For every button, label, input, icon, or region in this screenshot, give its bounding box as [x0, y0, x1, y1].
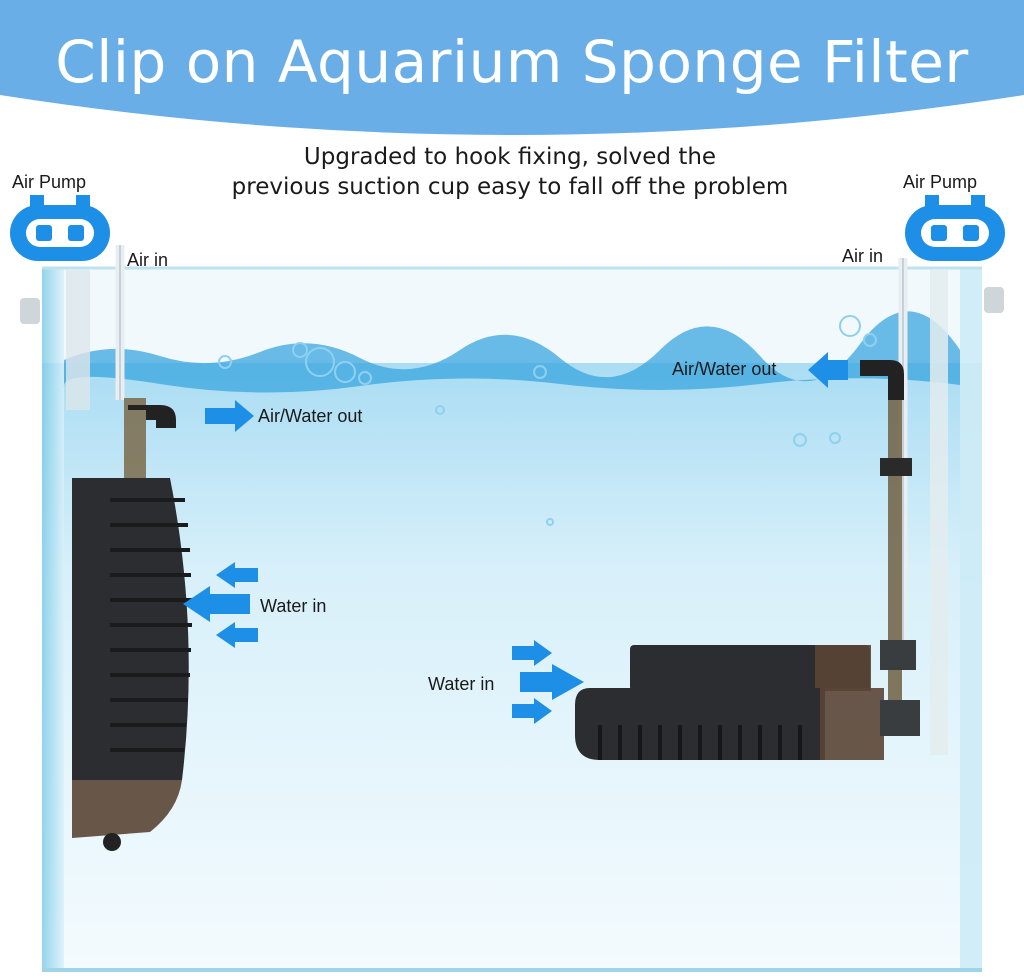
arrow-left-icon [216, 622, 258, 648]
right-air-in-label: Air in [842, 246, 884, 266]
right-outlet-elbow [860, 360, 904, 400]
left-sponge [72, 478, 189, 780]
subtitle: Upgraded to hook fixing, solved the prev… [150, 142, 870, 202]
page-title: Clip on Aquarium Sponge Filter [55, 28, 969, 96]
left-water-in-label: Water in [260, 596, 327, 616]
arrow-right-icon [205, 400, 254, 432]
subtitle-line-2: previous suction cup easy to fall off th… [231, 174, 789, 200]
arrow-right-icon [520, 664, 584, 700]
title-banner: Clip on Aquarium Sponge Filter [0, 0, 1024, 140]
left-media-chamber [72, 780, 182, 838]
banner-shape [0, 0, 1024, 135]
tank-right-wall [960, 268, 982, 970]
right-lift-tube [888, 370, 902, 700]
water-surface [63, 311, 961, 393]
arrow-left-icon [808, 352, 848, 388]
left-outlet-elbow [128, 405, 176, 428]
right-sponge-front [575, 688, 825, 760]
subtitle-line-1: Upgraded to hook fixing, solved the [303, 144, 717, 170]
left-sponge-ribs [110, 498, 192, 752]
air-pump-icon [10, 195, 110, 261]
left-pump-label: Air Pump [12, 172, 87, 192]
air-pump-icon [905, 195, 1005, 261]
bubbles [218, 315, 877, 526]
arrow-left-icon [183, 586, 250, 622]
right-air-water-out-label: Air/Water out [672, 359, 777, 379]
right-water-in-label: Water in [428, 674, 495, 694]
right-sponge-ribs [598, 725, 802, 760]
arrow-right-icon [512, 698, 552, 724]
left-air-water-out-label: Air/Water out [258, 406, 363, 426]
right-sponge-back [630, 645, 870, 691]
arrow-right-icon [512, 640, 552, 666]
left-air-in-label: Air in [127, 250, 169, 270]
right-pump-label: Air Pump [903, 172, 978, 192]
tank-left-wall [42, 268, 64, 970]
arrow-left-icon [216, 562, 258, 588]
